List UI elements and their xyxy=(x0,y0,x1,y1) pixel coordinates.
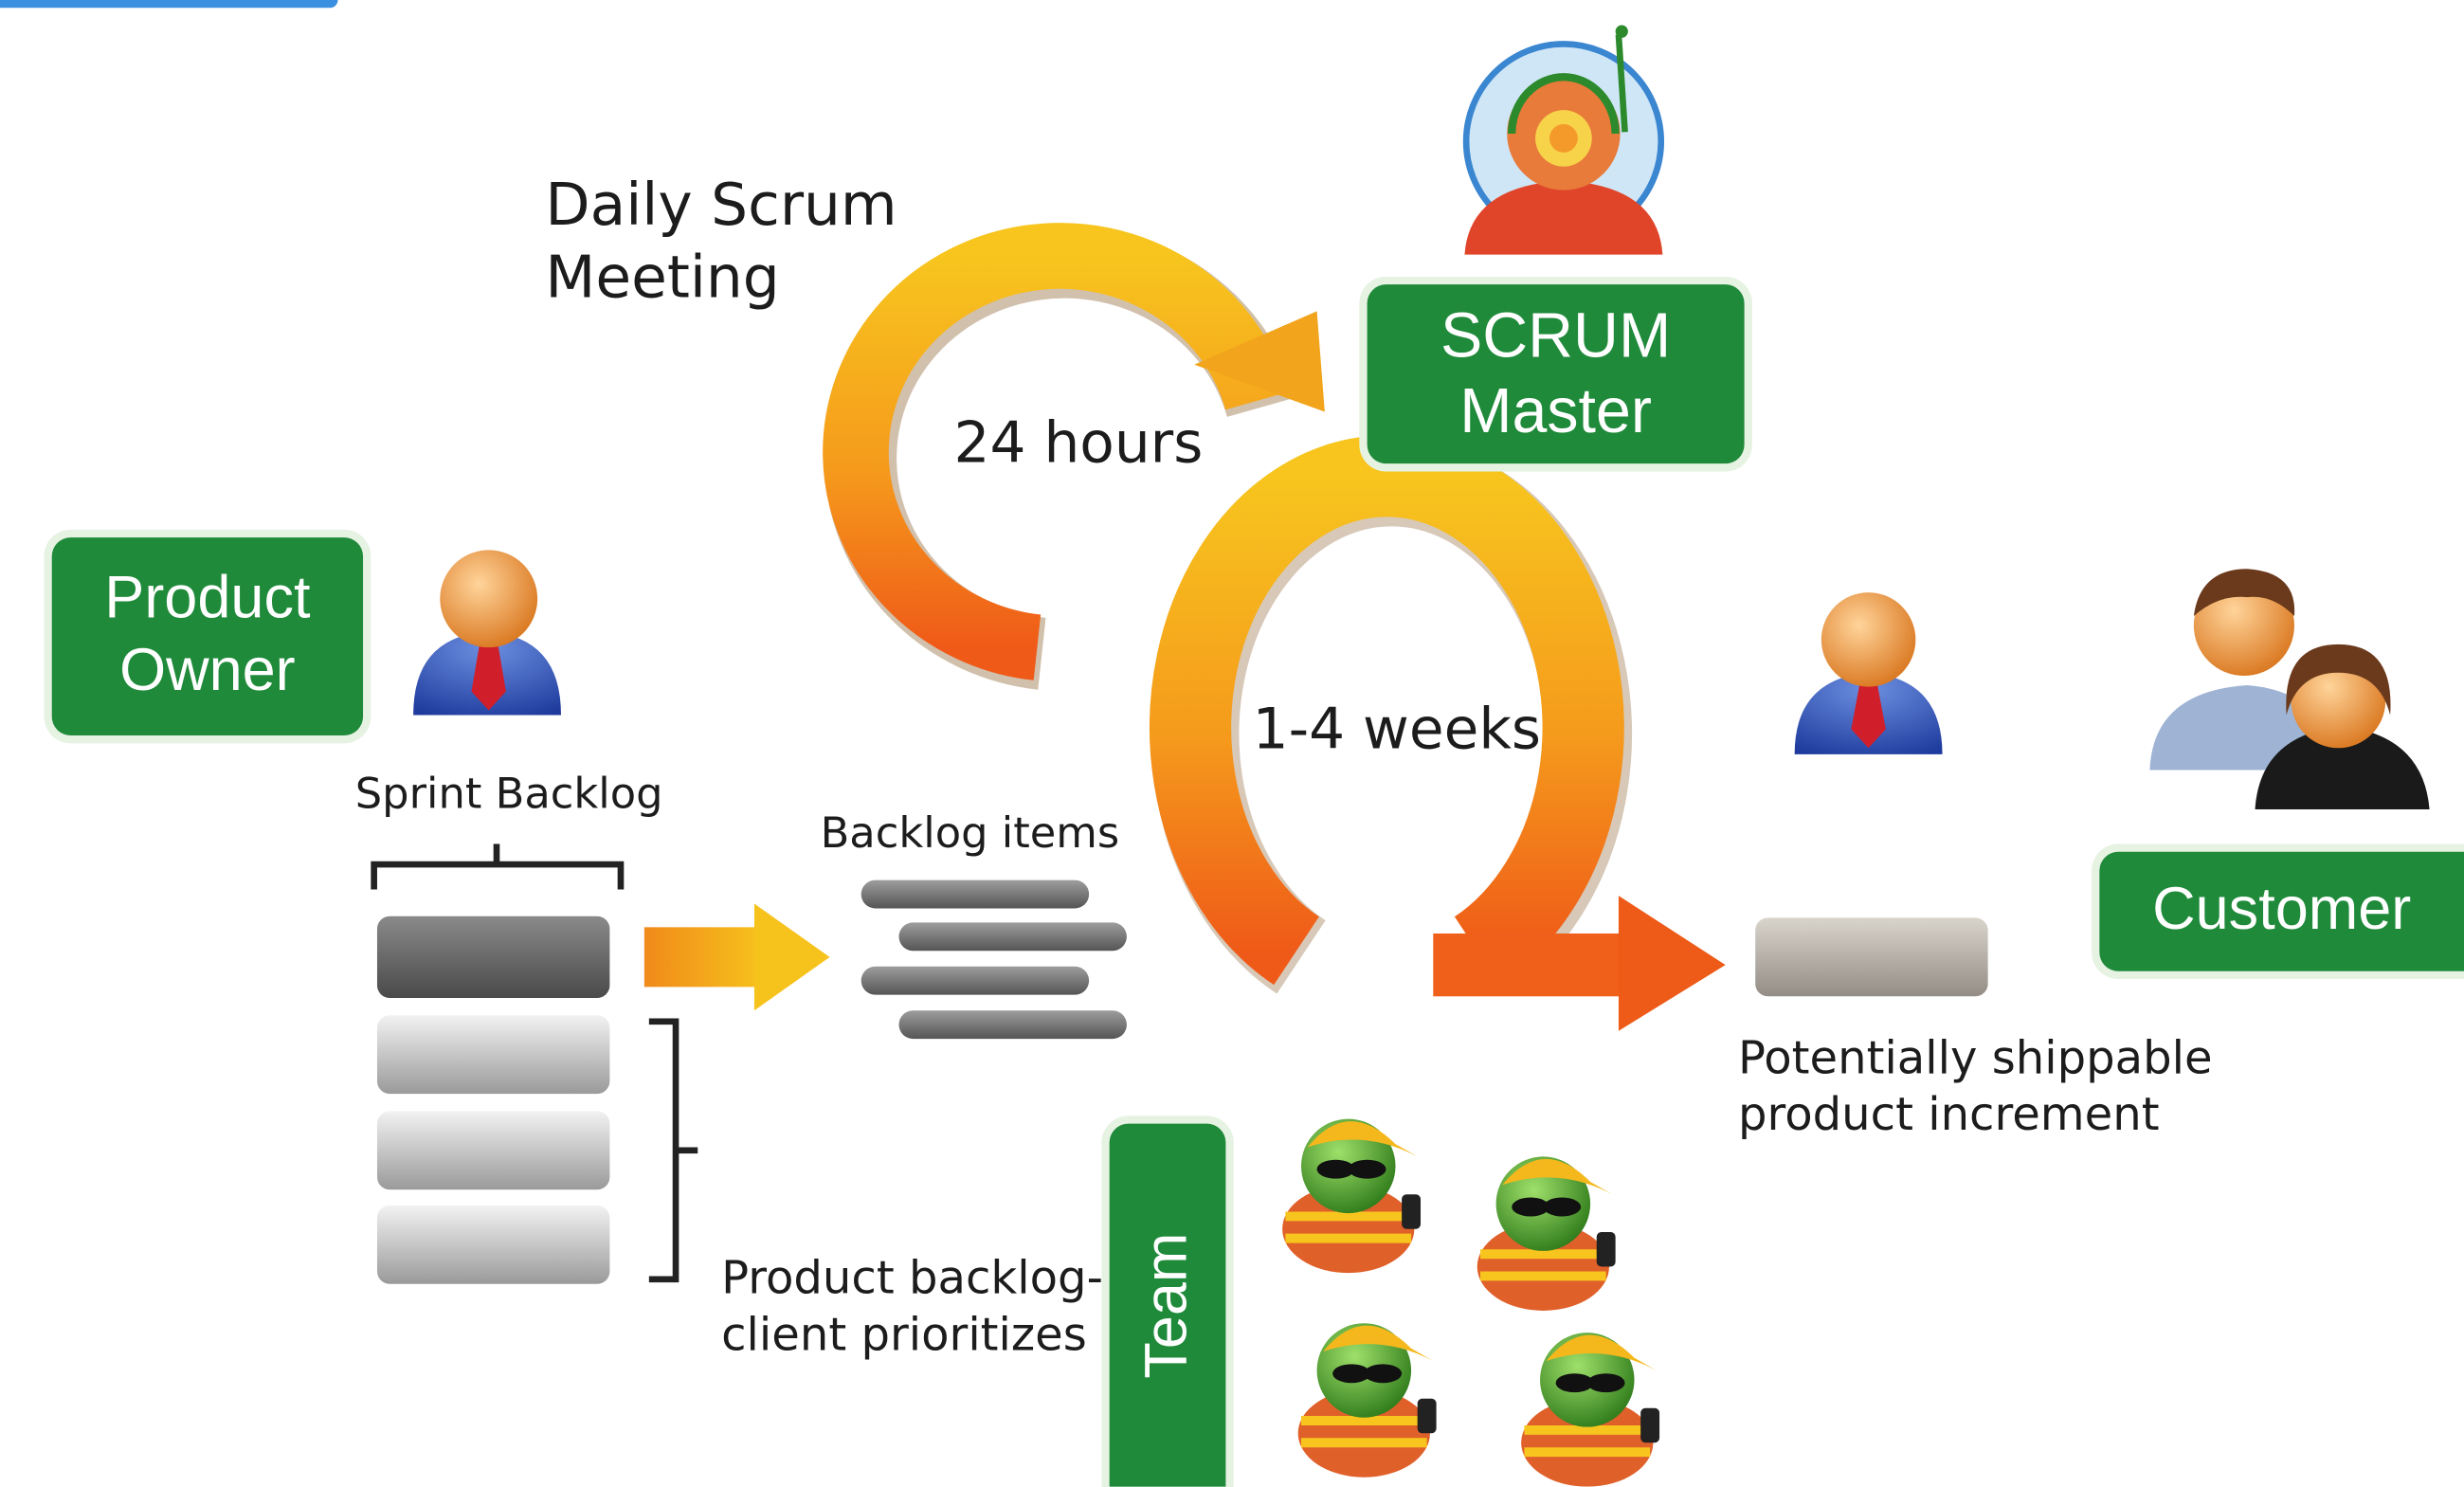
sprint-cycle-arrow xyxy=(1150,435,1726,1031)
team-member-icon xyxy=(1521,1333,1660,1487)
team-member-icon xyxy=(1477,1156,1616,1311)
product-owner-box: Product Owner xyxy=(51,537,364,736)
product-backlog-block xyxy=(376,1205,610,1284)
team-member-icon xyxy=(1297,1323,1437,1478)
product-increment-block xyxy=(1755,917,1988,997)
scrum-master-box: SCRUM Master xyxy=(1367,284,1745,464)
scrum-master-icon xyxy=(1462,25,1665,255)
team-box: Team xyxy=(1109,1123,1226,1487)
top-accent-bar xyxy=(0,0,338,9)
sprint-backlog-label: Sprint Backlog xyxy=(354,770,663,819)
daily-scrum-label: Daily Scrum Meeting xyxy=(545,171,897,312)
product-increment-label: Potentially shippable product increment xyxy=(1737,1030,2213,1141)
backlog-items xyxy=(861,880,1127,1040)
weeks-label: 1-4 weeks xyxy=(1252,698,1542,763)
customer-box: Customer xyxy=(2099,851,2464,971)
scrum-master-label: SCRUM Master xyxy=(1440,301,1672,446)
customer-label: Customer xyxy=(2152,877,2412,944)
product-backlog-block xyxy=(376,1111,610,1190)
stakeholder-icon xyxy=(1794,592,1943,754)
product-backlog-block xyxy=(376,1015,610,1095)
customer-icon xyxy=(2149,569,2430,809)
to-backlog-arrow xyxy=(643,903,830,1011)
backlog-items-label: Backlog items xyxy=(820,808,1120,859)
product-owner-label: Product Owner xyxy=(104,566,311,704)
product-backlog-label: Product backlog- client prioritizes xyxy=(721,1250,1103,1362)
team-member-icon xyxy=(1282,1118,1422,1274)
product-owner-icon xyxy=(413,550,561,716)
daily-cycle-arrow xyxy=(823,223,1325,690)
hours-label: 24 hours xyxy=(953,411,1204,477)
sprint-backlog-bracket xyxy=(371,843,698,1283)
backlog-stack xyxy=(376,916,610,1284)
sprint-backlog-block xyxy=(376,916,610,998)
team-label: Team xyxy=(1132,1232,1200,1379)
